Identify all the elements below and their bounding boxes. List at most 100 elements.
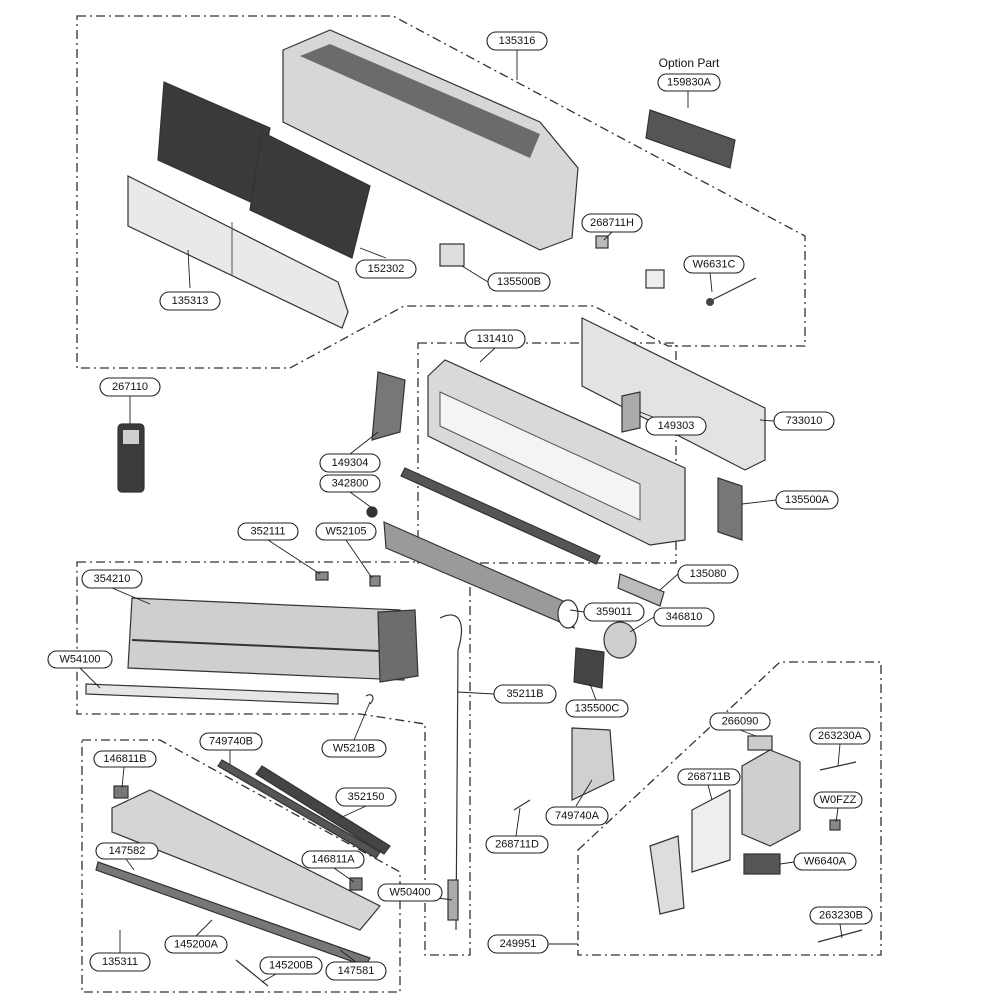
holder-149303: [621, 391, 641, 433]
part-label-145200A: 145200A: [164, 935, 228, 954]
part-label-359011: 359011: [583, 602, 645, 622]
svg-text:145200A: 145200A: [174, 939, 219, 951]
insulation-W54100: [85, 683, 339, 705]
drain-pan-strip: [400, 467, 601, 565]
part-label-152302: 152302: [355, 259, 417, 279]
svg-text:149303: 149303: [658, 420, 695, 432]
part-label-267110: 267110: [99, 377, 161, 397]
part-label-35211B: 35211B: [493, 684, 557, 704]
part-label-135500C: 135500C: [565, 699, 629, 718]
svg-text:152302: 152302: [368, 263, 405, 275]
svg-text:135313: 135313: [172, 295, 209, 307]
svg-text:733010: 733010: [786, 415, 823, 427]
part-label-159830A: 159830A: [657, 73, 721, 92]
part-label-149303: 149303: [645, 416, 707, 436]
svg-text:35211B: 35211B: [506, 688, 543, 700]
part-label-W0FZZ: W0FZZ: [813, 791, 863, 809]
drain-connector-135080: [617, 573, 665, 607]
hose-352150: [255, 765, 391, 855]
part-label-W52105: W52105: [315, 522, 377, 541]
svg-text:W52105: W52105: [326, 526, 367, 538]
svg-text:267110: 267110: [112, 381, 148, 393]
svg-text:354210: 354210: [94, 573, 131, 585]
chassis-part: [427, 359, 686, 546]
part-label-131410: 131410: [464, 329, 526, 349]
svg-text:146811B: 146811B: [103, 753, 146, 765]
part-label-145200B: 145200B: [259, 956, 323, 975]
svg-text:268711H: 268711H: [590, 217, 634, 229]
part-label-268711B: 268711B: [677, 768, 741, 786]
display-module-part: [645, 109, 736, 169]
part-label-733010: 733010: [773, 411, 835, 431]
installation-plate-part: [581, 317, 766, 471]
part-label-263230B: 263230B: [809, 906, 873, 925]
sensor-263230B: [817, 929, 863, 943]
side-holder-149304: [371, 371, 406, 441]
vane-assembly-part: [95, 789, 381, 967]
cover-135500B: [439, 243, 465, 267]
svg-text:159830A: 159830A: [667, 77, 712, 89]
part-label-W5210B: W5210B: [321, 739, 387, 758]
bearing-342800: [366, 506, 378, 518]
svg-text:W6640A: W6640A: [804, 856, 847, 868]
part-label-149304: 149304: [319, 453, 381, 473]
part-label-346810: 346810: [653, 607, 715, 627]
part-label-135313: 135313: [159, 291, 221, 311]
svg-text:135311: 135311: [102, 956, 138, 968]
part-label-W50400: W50400: [377, 883, 443, 902]
part-label-147582: 147582: [95, 842, 159, 860]
part-label-749740A: 749740A: [545, 806, 609, 826]
part-label-135311: 135311: [89, 952, 151, 972]
front-grille-part: [282, 29, 579, 251]
svg-text:135080: 135080: [690, 568, 727, 580]
svg-text:749740A: 749740A: [555, 810, 600, 822]
fuse-266090: [747, 735, 773, 751]
pipe-assembly-35211B: [439, 614, 462, 931]
part-label-749740B: 749740B: [199, 732, 263, 751]
evaporator-part: [127, 597, 419, 683]
wire-W50400: [447, 879, 459, 921]
svg-text:W54100: W54100: [60, 654, 101, 666]
part-label-268711D: 268711D: [485, 835, 549, 854]
svg-text:147581: 147581: [338, 965, 375, 977]
svg-text:342800: 342800: [332, 478, 369, 490]
cross-flow-fan-part: [383, 521, 579, 629]
svg-text:147582: 147582: [109, 845, 146, 857]
svg-text:W0FZZ: W0FZZ: [820, 794, 857, 806]
pcb-cover-268711B: [691, 789, 731, 873]
remote-controller-part: [117, 423, 145, 493]
part-label-146811B: 146811B: [93, 750, 157, 768]
svg-text:268711B: 268711B: [687, 771, 730, 783]
part-label-249951: 249951: [487, 934, 549, 954]
group-outline-evaporator: [76, 561, 471, 956]
part-label-135500B: 135500B: [487, 272, 551, 292]
pipe-clamp-W5210B: [365, 694, 374, 705]
leader-lines: [79, 50, 843, 983]
clip-W52105: [369, 575, 381, 587]
option-part-caption: Option Part: [659, 56, 720, 70]
svg-text:268711D: 268711D: [495, 839, 539, 851]
svg-text:749740B: 749740B: [209, 736, 253, 748]
svg-text:149304: 149304: [332, 457, 369, 469]
svg-text:131410: 131410: [477, 333, 514, 345]
group-outline-vane: [81, 739, 401, 993]
svg-text:263230A: 263230A: [818, 730, 863, 742]
svg-text:352111: 352111: [250, 526, 285, 538]
stepper-146811A: [349, 877, 363, 891]
stepper-146811B: [113, 785, 129, 799]
svg-text:249951: 249951: [500, 938, 537, 950]
motor-holder-135500C: [573, 647, 605, 689]
front-panel-part: [127, 175, 349, 329]
svg-text:346810: 346810: [666, 611, 703, 623]
svg-text:263230B: 263230B: [819, 910, 863, 922]
group-outline-control-box: [577, 661, 882, 956]
control-box-cover-749740A: [571, 727, 615, 801]
part-label-W54100: W54100: [47, 650, 113, 669]
svg-text:W5210B: W5210B: [333, 743, 375, 755]
part-label-W6640A: W6640A: [793, 852, 857, 871]
svg-text:352150: 352150: [348, 791, 385, 803]
part-label-352111: 352111: [237, 522, 299, 541]
svg-text:135500B: 135500B: [497, 276, 541, 288]
terminal-block-W6640A: [743, 853, 781, 875]
